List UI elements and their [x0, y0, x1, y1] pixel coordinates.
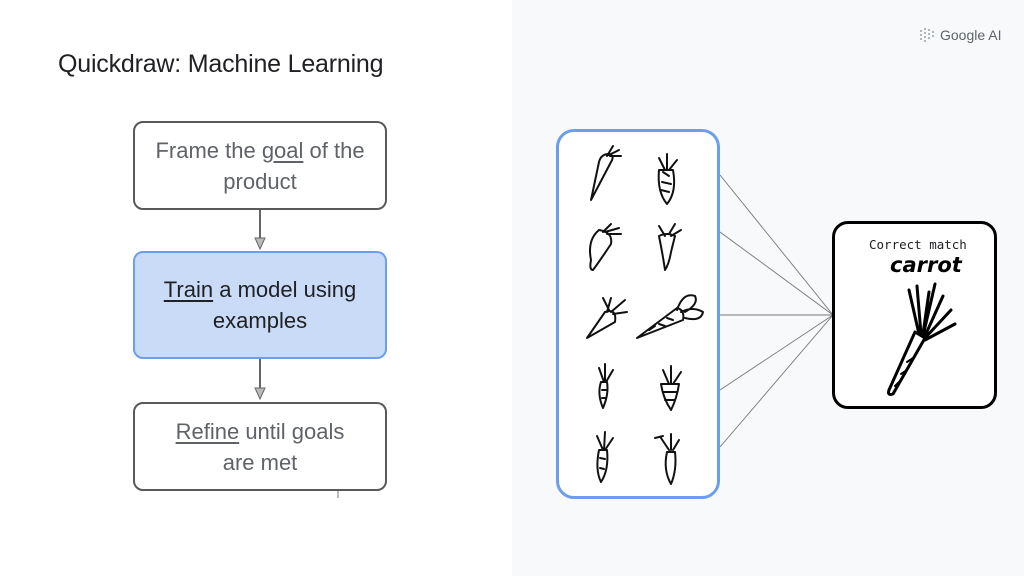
step-refine-text: Refine until goals are met: [160, 416, 360, 478]
slide-title: Quickdraw: Machine Learning: [58, 50, 384, 78]
carrot-doodle-10: [654, 433, 680, 485]
carrot-doodle-2: [657, 153, 678, 205]
step3-text-after: until goals are met: [222, 418, 345, 475]
carrot-doodle-4: [658, 223, 682, 271]
step-frame-goal: Frame the goal of the product: [133, 121, 387, 210]
carrot-doodle-3: [589, 223, 622, 271]
carrot-doodle-6: [636, 294, 704, 339]
step1-keyword: goal: [261, 137, 304, 163]
step1-text-after: of the product: [223, 137, 365, 194]
carrot-doodle-7: [598, 363, 614, 409]
step2-text-after: a model using examples: [212, 277, 357, 333]
google-ai-logo: Google AI: [919, 26, 1002, 44]
flow-arrow-1-head: [254, 237, 266, 251]
matched-word: carrot: [890, 253, 962, 277]
fan-line-5: [719, 314, 834, 448]
carrot-doodle-5: [586, 297, 628, 339]
correct-match-card: Correct match carrot: [832, 221, 997, 409]
correct-match-label: Correct match: [869, 237, 967, 252]
google-ai-dots-icon: [920, 28, 934, 42]
step-train-model: Train a model using examples: [133, 251, 387, 359]
carrot-doodle-1: [590, 145, 622, 201]
google-ai-logo-text: Google AI: [940, 27, 1002, 43]
step1-text-before: Frame the: [155, 137, 262, 163]
fan-line-1: [719, 174, 834, 316]
fan-line-2: [719, 231, 834, 316]
training-examples-stack: [556, 129, 720, 499]
carrot-drawing-icon: [887, 282, 957, 396]
step2-keyword: Train: [163, 277, 214, 302]
carrot-doodles: [586, 145, 704, 485]
step-frame-goal-text: Frame the goal of the product: [155, 135, 365, 197]
step-refine: Refine until goals are met: [133, 402, 387, 491]
fan-lines: [719, 174, 834, 448]
carrot-doodle-9: [596, 431, 614, 483]
fan-line-4: [719, 314, 834, 391]
step-train-model-text: Train a model using examples: [145, 274, 375, 336]
step3-keyword: Refine: [175, 418, 240, 444]
carrot-doodle-8: [660, 365, 682, 411]
flow-arrow-2-head: [254, 387, 266, 401]
